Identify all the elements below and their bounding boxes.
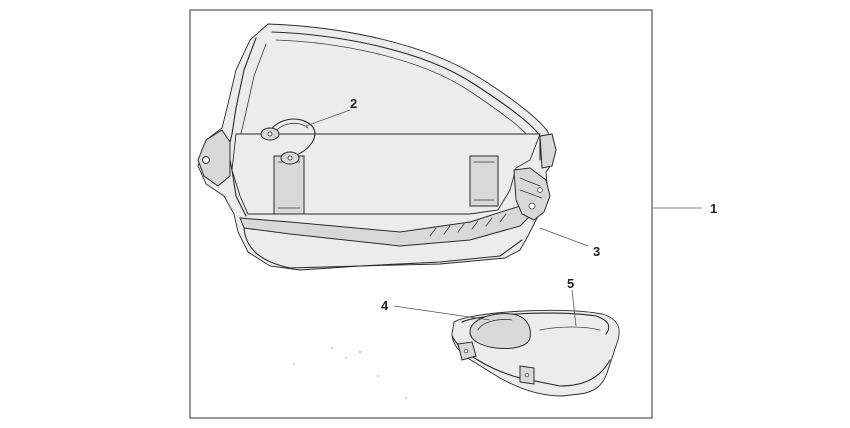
interior-bracket-right-detail (473, 161, 495, 201)
callout-3: 3 (593, 244, 600, 259)
backrest-bolt-right (524, 372, 530, 378)
top-case-floor (231, 133, 541, 215)
leader-4 (393, 305, 491, 321)
top-case-rim (271, 31, 541, 161)
callout-2: 2 (350, 96, 357, 111)
top-case-base-rail (239, 205, 533, 247)
callout-4: 4 (381, 298, 389, 313)
scan-specks (293, 347, 407, 399)
leader-3 (539, 227, 589, 247)
top-case-rim-inner (275, 39, 529, 137)
part-4-cushion (469, 313, 531, 349)
backrest-illustration (451, 309, 620, 397)
part-2-strap (260, 118, 316, 165)
callout-1: 1 (710, 201, 717, 216)
left-hinge-pivot (202, 156, 210, 164)
left-hinge (197, 129, 231, 187)
backrest-bolt-left (463, 348, 469, 354)
interior-bracket-right (469, 155, 499, 207)
callout-5: 5 (567, 276, 574, 291)
part-4-cushion-seam (477, 319, 513, 331)
interior-bracket-left (273, 155, 305, 215)
part-5-plate-inner (539, 326, 601, 331)
right-hinge (539, 133, 557, 169)
top-case-bottom (243, 227, 523, 269)
latch-detail (519, 177, 543, 210)
top-case-illustration (197, 23, 557, 271)
top-case-left-wall-inner (239, 43, 267, 139)
leader-2 (305, 109, 351, 127)
leader-5 (571, 289, 577, 327)
top-case-rail-ribs (429, 213, 507, 237)
